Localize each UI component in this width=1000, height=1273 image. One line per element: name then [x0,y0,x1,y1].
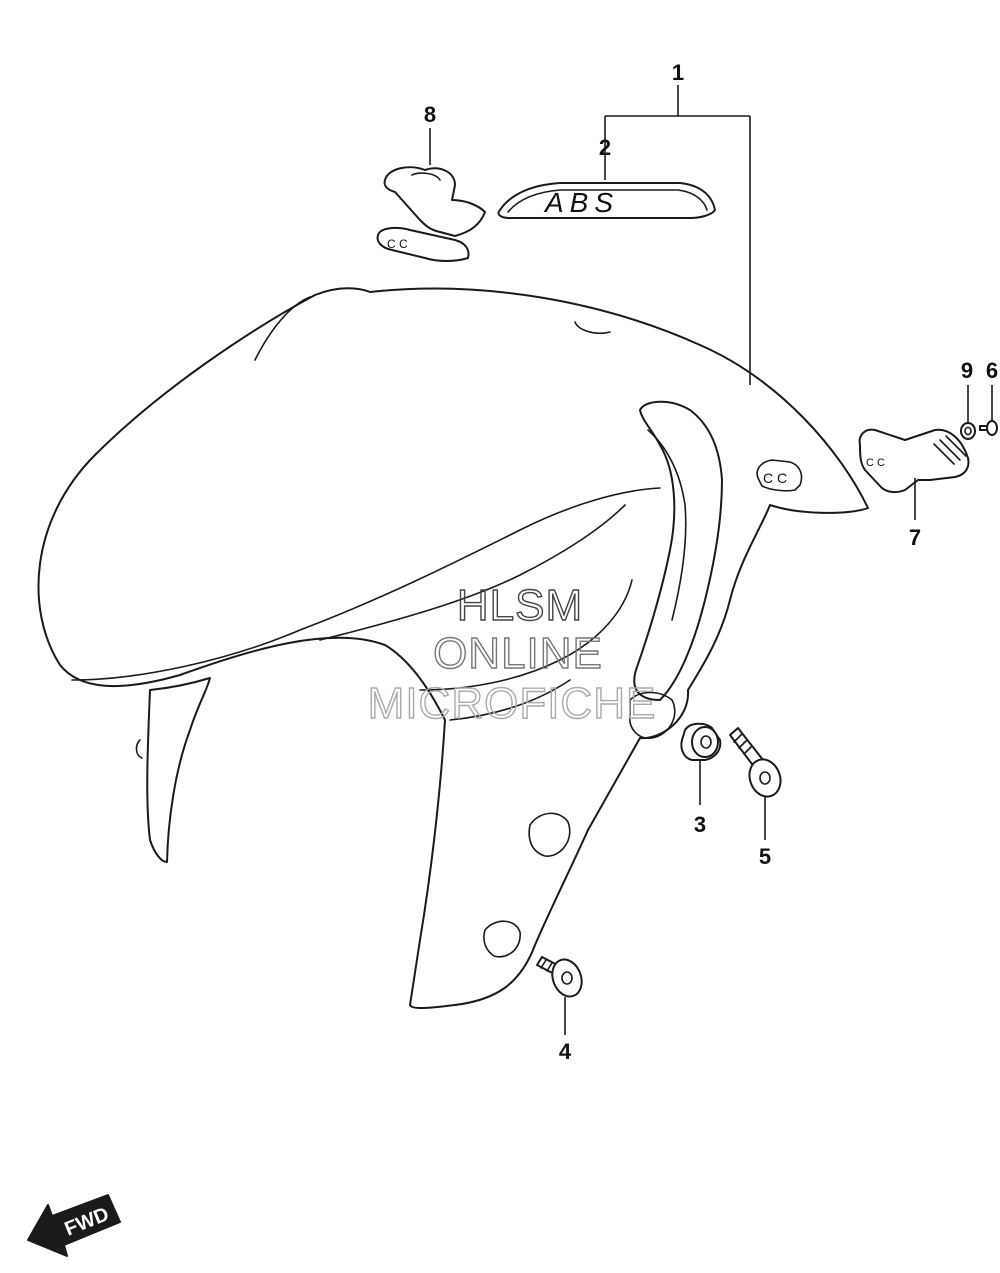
callout-2: 2 [599,135,611,160]
watermark-line-3: MICROFICHE [368,679,657,728]
callout-4: 4 [559,1039,572,1064]
callout-8: 8 [424,102,436,127]
callout-6: 6 [986,358,998,383]
clamp-part-7: C C [858,428,970,494]
abs-emblem: ABS [497,182,716,219]
abs-emblem-text: ABS [543,187,619,218]
fwd-arrow-icon [27,1194,121,1257]
screw-part-6 [979,420,998,436]
leader-lines [429,85,993,1035]
bolt-part-4 [536,956,583,998]
bolt-part-5 [729,727,782,798]
fender-cc-mark: C C [763,470,787,486]
watermark: HLSM ONLINE MICROFICHE [367,580,657,728]
bracket-cc-mark: C C [387,237,408,251]
callout-1: 1 [672,60,684,85]
fwd-direction-indicator: FWD [27,1194,121,1257]
callout-numbers: 1 2 3 4 5 6 7 8 9 [424,60,998,1064]
callout-3: 3 [694,812,706,837]
watermark-line-1: HLSM [457,581,583,630]
callout-5: 5 [759,844,771,869]
bracket-part-8: C C [376,166,486,262]
clamp-cc-mark: C C [866,457,885,469]
grommet-part-3 [680,722,722,761]
watermark-line-2: ONLINE [433,629,603,678]
front-fender: C C [37,287,869,1009]
callout-9: 9 [961,358,973,383]
washer-part-9 [960,422,976,440]
callout-7: 7 [909,525,921,550]
